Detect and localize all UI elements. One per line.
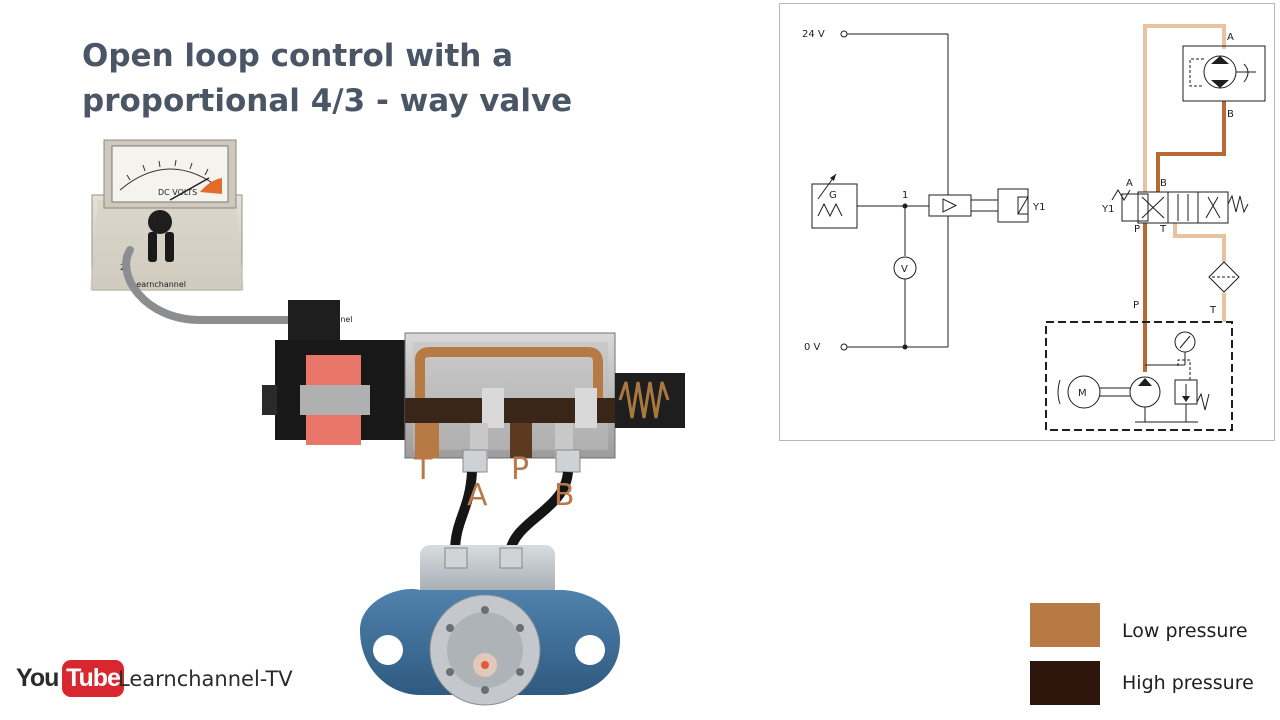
title-line-1: Open loop control with a	[82, 38, 514, 74]
legend-swatch-low	[1030, 603, 1100, 647]
solenoid-connector: Learn channel	[262, 300, 410, 445]
power-unit-symbol	[1045, 321, 1233, 431]
motor-port-a-label: A	[1227, 32, 1234, 43]
meter-knob-mark-1: 1	[152, 215, 157, 224]
valve-symbol	[1111, 189, 1249, 224]
node-label: 1	[902, 190, 908, 201]
electrical-circuit	[811, 30, 1029, 351]
generator-label: G	[829, 190, 837, 201]
valve-port-p-label: P	[1134, 224, 1140, 235]
port-label-p: P	[511, 452, 530, 487]
proportional-valve-body	[404, 332, 616, 459]
spring-housing	[615, 373, 685, 428]
legend-label-low: Low pressure	[1122, 620, 1248, 642]
meter-brand: Learnchannel	[132, 280, 186, 289]
supply-voltage-label: 24 V	[802, 29, 825, 40]
electric-motor-label: M	[1078, 388, 1087, 399]
legend-swatch-high	[1030, 661, 1100, 705]
youtube-logo-word: You	[16, 664, 59, 692]
channel-name[interactable]: Learnchannel-TV	[118, 667, 293, 691]
ground-voltage-label: 0 V	[804, 342, 821, 353]
port-label-a: A	[467, 478, 488, 513]
motor-port-b-label: B	[1227, 109, 1234, 120]
solenoid-coil-label: Y1	[1032, 202, 1045, 213]
voltmeter-device: DC VOLTS 1 2 Learnchannel	[90, 139, 244, 291]
circuit-schematic-panel: 24 V 0 V G 1 V Y1 A B	[779, 3, 1275, 441]
valve-port-a-label: A	[1126, 178, 1133, 189]
page-title: Open loop control with a proportional 4/…	[82, 34, 602, 124]
valve-port-b-label: B	[1160, 178, 1167, 189]
hydraulic-motor	[360, 545, 620, 706]
port-label-t: T	[414, 452, 433, 487]
signal-cable	[122, 246, 299, 324]
solenoid-brand: Learn channel	[296, 315, 353, 324]
line-t-label: T	[1209, 305, 1217, 316]
title-line-2: proportional 4/3 - way valve	[82, 83, 573, 119]
legend-label-high: High pressure	[1122, 672, 1254, 694]
valve-port-t-label: T	[1159, 224, 1167, 235]
circuit-schematic: 24 V 0 V G 1 V Y1 A B	[802, 24, 1266, 431]
voltmeter-symbol-label: V	[901, 264, 908, 275]
valve-solenoid-label: Y1	[1101, 204, 1114, 215]
motor-symbol	[1182, 45, 1266, 102]
port-label-b: B	[554, 478, 575, 513]
line-p-label: P	[1133, 300, 1139, 311]
valve-illustration: DC VOLTS 1 2 Learnchannel Learn channel	[90, 139, 685, 706]
youtube-logo-box: Tube	[62, 660, 124, 697]
hydraulic-lines	[1143, 24, 1226, 372]
meter-scale-label: DC VOLTS	[158, 188, 197, 197]
